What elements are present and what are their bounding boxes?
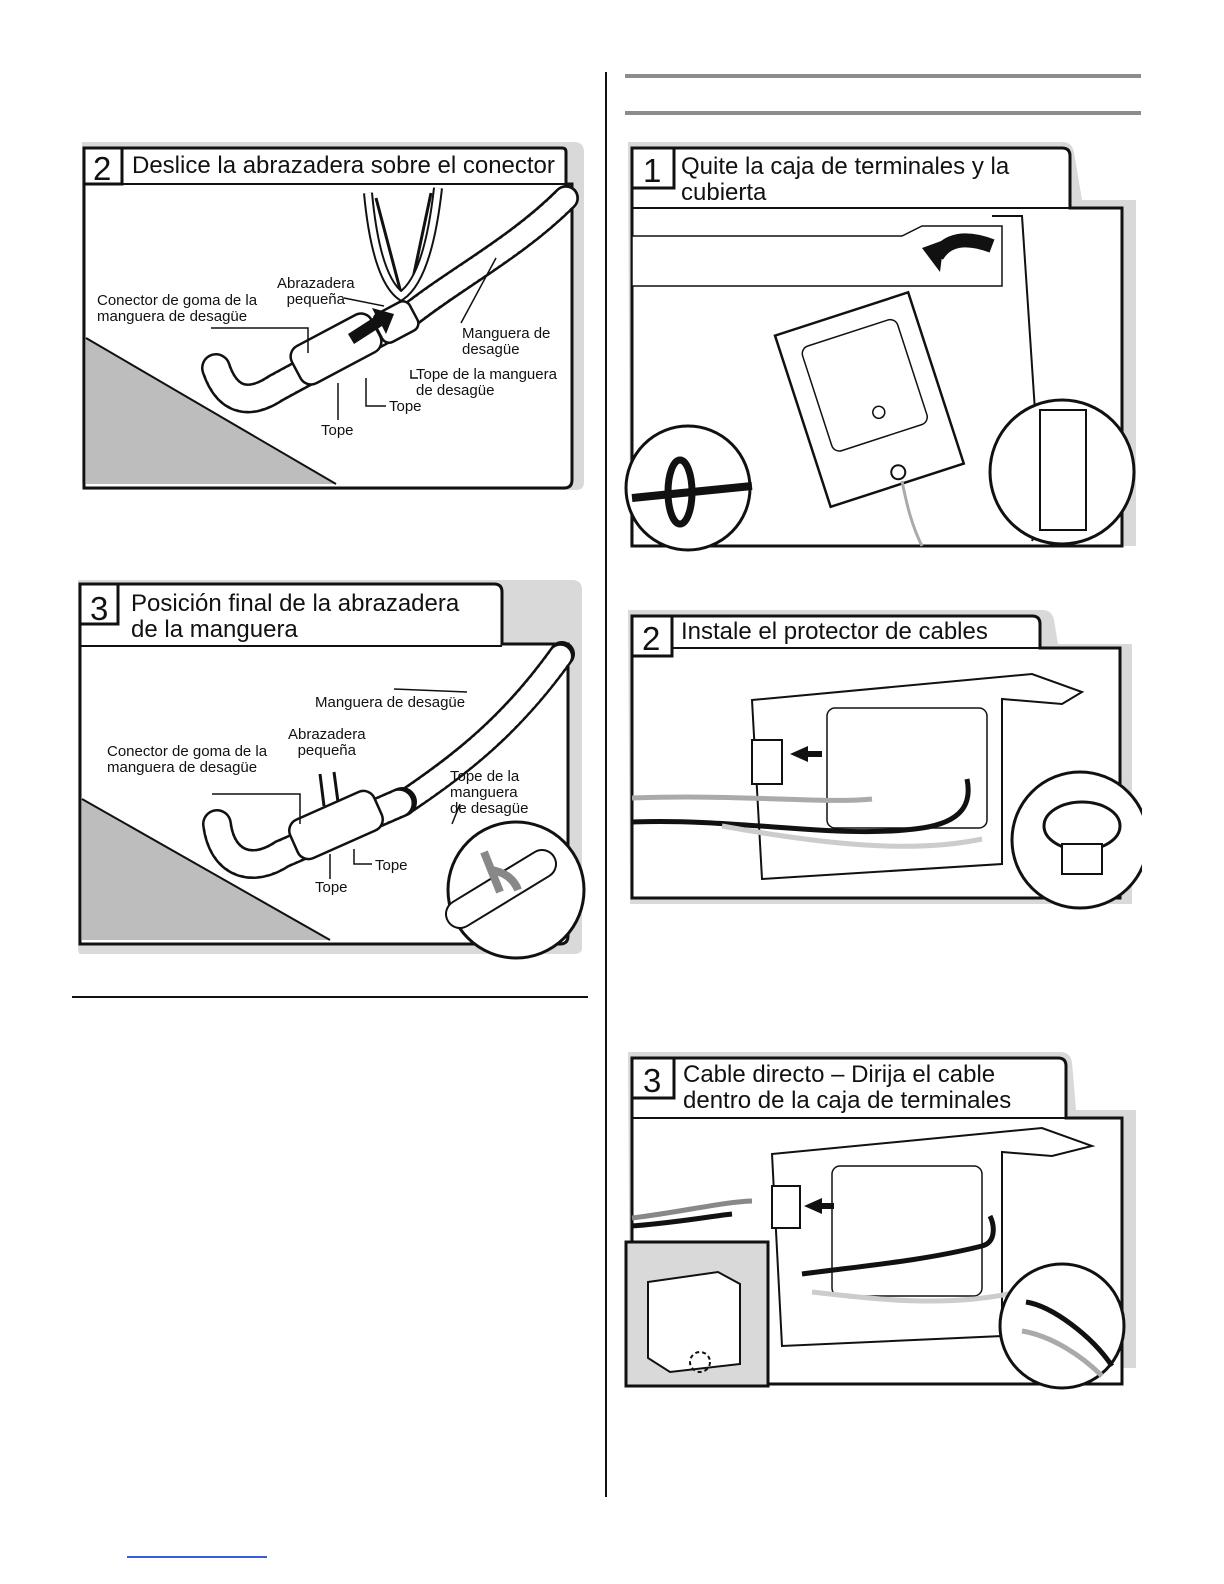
step-2-cable-protector-panel: 2 Instale el protector de cables — [622, 604, 1142, 930]
step-3-direct-wire-illustration — [624, 1052, 1136, 1390]
rubber-connector-label: Conector de goma de la manguera de desag… — [97, 292, 258, 325]
step-3-illustration — [78, 580, 586, 960]
stop-label-right: Tope — [389, 398, 422, 415]
step-number: 2 — [642, 620, 661, 657]
step-2-clamp-panel: 2 Deslice la abrazadera sobre el conecto… — [76, 138, 586, 494]
step-title: Cable directo – Dirija el cable dentro d… — [683, 1061, 1012, 1114]
left-section-rule — [72, 996, 588, 998]
stop-label-right: Tope — [375, 857, 408, 874]
hose-stop-label: Tope de la manguera de desagüe — [416, 366, 557, 399]
section-rule-top — [625, 74, 1141, 78]
step-title: Posición final de la abrazadera de la ma… — [131, 590, 460, 643]
stop-label-left: Tope — [315, 879, 348, 896]
step-number: 3 — [643, 1062, 662, 1099]
step-title: Instale el protector de cables — [681, 618, 988, 645]
step-number: 2 — [93, 150, 112, 187]
hose-stop-label: Tope de la manguera de desagüe — [450, 768, 529, 817]
step-1-illustration — [624, 142, 1136, 552]
small-clamp-label: Abrazadera pequeña — [277, 275, 355, 308]
step-3-final-clamp-panel: 3 Posición final de la abrazadera de la … — [72, 574, 592, 964]
step-3-direct-wire-panel: 3 Cable directo – Dirija el cable dentro… — [622, 1046, 1142, 1392]
section-rule-second — [625, 111, 1141, 115]
step-1-remove-box-panel: 1 Quite la caja de terminales y la cubie… — [622, 136, 1142, 554]
step-2-cable-illustration — [628, 610, 1142, 910]
drain-hose-label: Manguera de desagüe — [315, 694, 466, 711]
step-2-illustration — [82, 142, 584, 490]
step-number: 1 — [643, 152, 662, 189]
small-clamp-label: Abrazadera pequeña — [288, 726, 366, 759]
rubber-connector-label: Conector de goma de la manguera de desag… — [107, 743, 268, 776]
stop-label-left: Tope — [321, 422, 354, 439]
drain-hose-label: Manguera de desagüe — [462, 325, 551, 358]
step-number: 3 — [90, 590, 109, 627]
column-divider — [605, 72, 607, 1497]
footer-link-underline[interactable] — [127, 1556, 267, 1558]
step-title: Deslice la abrazadera sobre el conector — [132, 152, 555, 179]
step-title: Quite la caja de terminales y la cubiert… — [681, 153, 1010, 206]
